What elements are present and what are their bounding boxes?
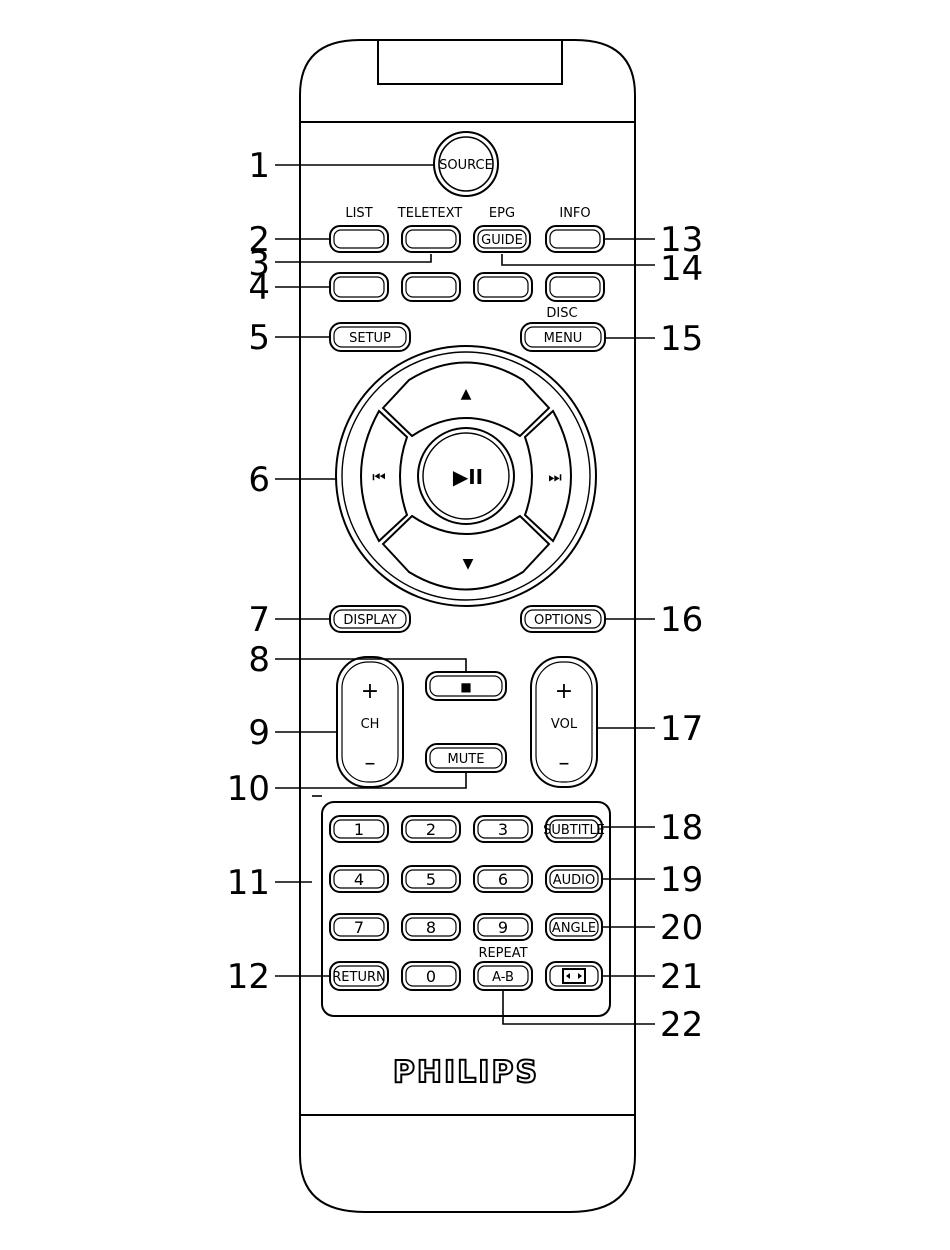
source-label: SOURCE (439, 158, 493, 173)
audio-button[interactable]: AUDIO (546, 866, 602, 892)
aspect-ratio-icon (563, 969, 585, 983)
key-9-label: 9 (498, 918, 508, 937)
callout-17: 17 (660, 709, 703, 749)
epg-top-label: EPG (489, 206, 515, 221)
callout-5: 5 (248, 318, 270, 358)
key-0-label: 0 (426, 967, 436, 986)
next-icon: ⏭ (548, 468, 562, 486)
play-pause-button[interactable]: ▶II (418, 428, 514, 524)
return-button[interactable]: RETURN (330, 962, 388, 990)
guide-button[interactable]: GUIDE (474, 226, 530, 252)
key-4-label: 4 (354, 870, 364, 889)
volume-up-icon: + (555, 679, 573, 704)
key-1[interactable]: 1 (330, 816, 388, 842)
color-button-green[interactable] (402, 273, 460, 301)
key-4[interactable]: 4 (330, 866, 388, 892)
key-5[interactable]: 5 (402, 866, 460, 892)
stop-icon: ■ (460, 680, 471, 694)
list-top-label: LIST (345, 206, 372, 221)
callout-10: 10 (227, 769, 270, 809)
aspect-ratio-button[interactable] (546, 962, 602, 990)
key-0[interactable]: 0 (402, 962, 460, 990)
options-label: OPTIONS (534, 613, 592, 628)
subtitle-label: SUBTITLE (543, 823, 605, 838)
callout-4: 4 (248, 268, 270, 308)
arrow-down-icon: ▼ (463, 556, 474, 572)
callout-8: 8 (248, 640, 270, 680)
callout-21: 21 (660, 957, 703, 997)
callout-18: 18 (660, 808, 703, 848)
mute-button[interactable]: MUTE (426, 744, 506, 772)
channel-up-icon: + (361, 679, 379, 704)
angle-label: ANGLE (552, 921, 596, 936)
callout-22: 22 (660, 1005, 703, 1045)
key-5-label: 5 (426, 870, 436, 889)
callout-1: 1 (248, 146, 270, 186)
teletext-button[interactable] (402, 226, 460, 252)
color-button-yellow[interactable] (474, 273, 532, 301)
brand-logo: PHILIPS (393, 1055, 539, 1090)
key-1-label: 1 (354, 820, 364, 839)
disc-menu-label: MENU (544, 331, 583, 346)
play-pause-icon: ▶II (453, 465, 483, 489)
info-top-label: INFO (559, 206, 590, 221)
key-8-label: 8 (426, 918, 436, 937)
callout-14: 14 (660, 249, 703, 289)
callout-11: 11 (227, 863, 270, 903)
info-button[interactable] (546, 226, 604, 252)
disc-top-label: DISC (546, 306, 577, 321)
setup-button[interactable]: SETUP (330, 323, 410, 351)
repeat-ab-button[interactable]: A-B (474, 962, 532, 990)
guide-label: GUIDE (481, 233, 523, 248)
source-button[interactable]: SOURCE (434, 132, 498, 196)
key-8[interactable]: 8 (402, 914, 460, 940)
previous-icon: ⏮ (372, 468, 386, 486)
color-button-blue[interactable] (546, 273, 604, 301)
callout-20: 20 (660, 908, 703, 948)
channel-down-icon: – (365, 751, 376, 776)
return-label: RETURN (332, 970, 385, 985)
display-button[interactable]: DISPLAY (330, 606, 410, 632)
key-2[interactable]: 2 (402, 816, 460, 842)
key-9[interactable]: 9 (474, 914, 532, 940)
callout-15: 15 (660, 319, 703, 359)
repeat-ab-label: A-B (492, 970, 514, 985)
callout-12: 12 (227, 957, 270, 997)
volume-down-icon: – (559, 751, 570, 776)
arrow-up-icon: ▲ (461, 386, 472, 402)
key-3-label: 3 (498, 820, 508, 839)
callout-19: 19 (660, 860, 703, 900)
color-button-red[interactable] (330, 273, 388, 301)
channel-rocker[interactable]: + CH – (337, 657, 403, 787)
key-3[interactable]: 3 (474, 816, 532, 842)
callout-7: 7 (248, 600, 270, 640)
display-label: DISPLAY (343, 613, 396, 628)
volume-label: VOL (551, 717, 578, 732)
callout-6: 6 (248, 460, 270, 500)
key-6[interactable]: 6 (474, 866, 532, 892)
volume-rocker[interactable]: + VOL – (531, 657, 597, 787)
channel-label: CH (361, 717, 380, 732)
key-6-label: 6 (498, 870, 508, 889)
options-button[interactable]: OPTIONS (521, 606, 605, 632)
teletext-top-label: TELETEXT (397, 206, 462, 221)
key-7-label: 7 (354, 918, 364, 937)
disc-menu-button[interactable]: MENU (521, 323, 605, 351)
stop-button[interactable]: ■ (426, 672, 506, 700)
key-7[interactable]: 7 (330, 914, 388, 940)
angle-button[interactable]: ANGLE (546, 914, 602, 940)
mute-label: MUTE (448, 752, 485, 767)
callout-9: 9 (248, 713, 270, 753)
list-button[interactable] (330, 226, 388, 252)
callout-16: 16 (660, 600, 703, 640)
subtitle-button[interactable]: SUBTITLE (543, 816, 605, 842)
repeat-top-label: REPEAT (478, 946, 527, 961)
audio-label: AUDIO (553, 873, 596, 888)
key-2-label: 2 (426, 820, 436, 839)
setup-label: SETUP (349, 331, 391, 346)
nav-pad: ▲ ▼ ⏮ ⏭ ▶II (336, 346, 596, 606)
